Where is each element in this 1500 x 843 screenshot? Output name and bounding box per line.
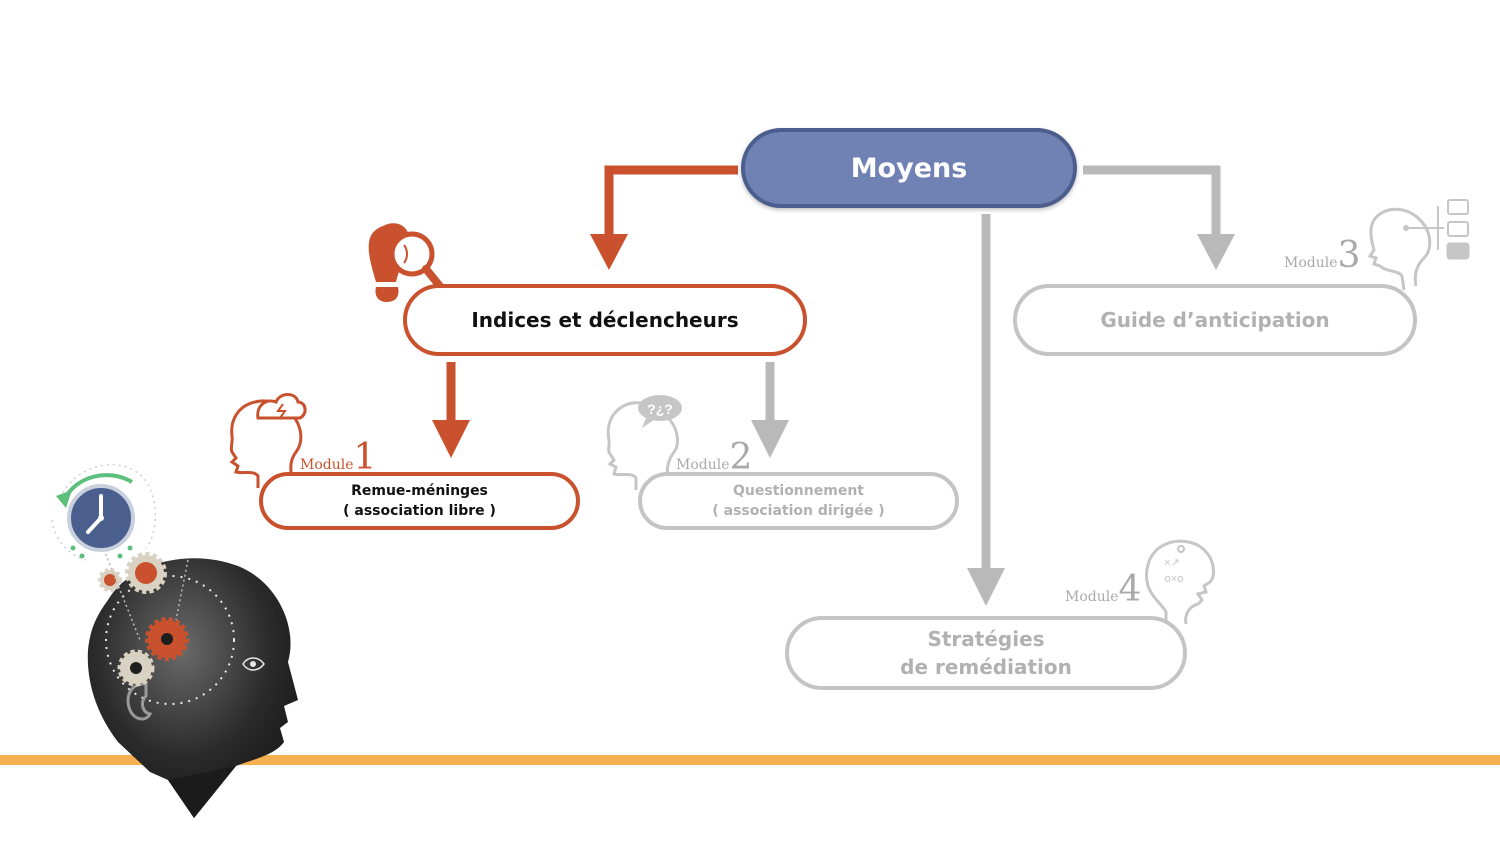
head-clock-gears-illustration bbox=[51, 463, 298, 818]
module-4-word: Module bbox=[1065, 589, 1119, 605]
module-1-number: 1 bbox=[353, 437, 377, 478]
node-quest-line2: ( association dirigée ) bbox=[712, 503, 885, 519]
node-guide-label: Guide d’anticipation bbox=[1100, 308, 1330, 332]
node-moyens: Moyens bbox=[741, 128, 1077, 208]
module-4-number: 4 bbox=[1118, 569, 1142, 610]
node-quest-line1: Questionnement bbox=[733, 483, 864, 499]
module-3-word: Module bbox=[1284, 255, 1338, 271]
footprint-magnifier-icon bbox=[368, 223, 451, 302]
arrow-moyens-to-indices bbox=[590, 165, 738, 270]
module-1-label: Module1 bbox=[300, 440, 376, 476]
node-remue-meninges: Remue-méninges ( association libre ) bbox=[259, 472, 580, 530]
node-questionnement: Questionnement ( association dirigée ) bbox=[638, 472, 959, 530]
module-1-word: Module bbox=[300, 457, 354, 473]
module-3-label: Module3 bbox=[1284, 238, 1360, 274]
node-remue-line1: Remue-méninges bbox=[351, 483, 488, 499]
node-guide-anticipation: Guide d’anticipation bbox=[1013, 284, 1417, 356]
node-remue-line2: ( association libre ) bbox=[343, 503, 496, 519]
module-3-number: 3 bbox=[1337, 235, 1361, 276]
arrow-indices-to-questionnement bbox=[751, 362, 789, 458]
node-strat-line1: Stratégies bbox=[927, 627, 1045, 651]
module-2-word: Module bbox=[676, 457, 730, 473]
baseline-bar bbox=[0, 755, 1500, 765]
svg-text:o×o: o×o bbox=[1165, 573, 1184, 585]
head-question-bubble-icon: ?¿? bbox=[606, 395, 682, 490]
head-strategy-icon: o×o ×↗ bbox=[1145, 539, 1215, 626]
svg-text:?¿?: ?¿? bbox=[647, 401, 673, 417]
module-2-label: Module2 bbox=[676, 440, 752, 476]
node-moyens-label: Moyens bbox=[850, 152, 968, 184]
svg-text:×↗: ×↗ bbox=[1164, 557, 1180, 569]
module-2-number: 2 bbox=[729, 437, 753, 478]
arrow-indices-to-remue bbox=[432, 362, 470, 458]
node-strategies-remediation: Stratégies de remédiation bbox=[785, 616, 1187, 690]
node-indices-label: Indices et déclencheurs bbox=[471, 308, 739, 332]
head-flowchart-icon bbox=[1367, 199, 1470, 291]
module-4-label: Module4 bbox=[1065, 572, 1141, 608]
head-brainstorm-cloud-icon bbox=[229, 393, 307, 488]
node-strat-line2: de remédiation bbox=[900, 655, 1072, 679]
arrow-moyens-to-guide bbox=[1083, 165, 1235, 270]
arrow-moyens-to-strategies bbox=[967, 214, 1005, 606]
node-indices-declencheurs: Indices et déclencheurs bbox=[403, 284, 807, 356]
